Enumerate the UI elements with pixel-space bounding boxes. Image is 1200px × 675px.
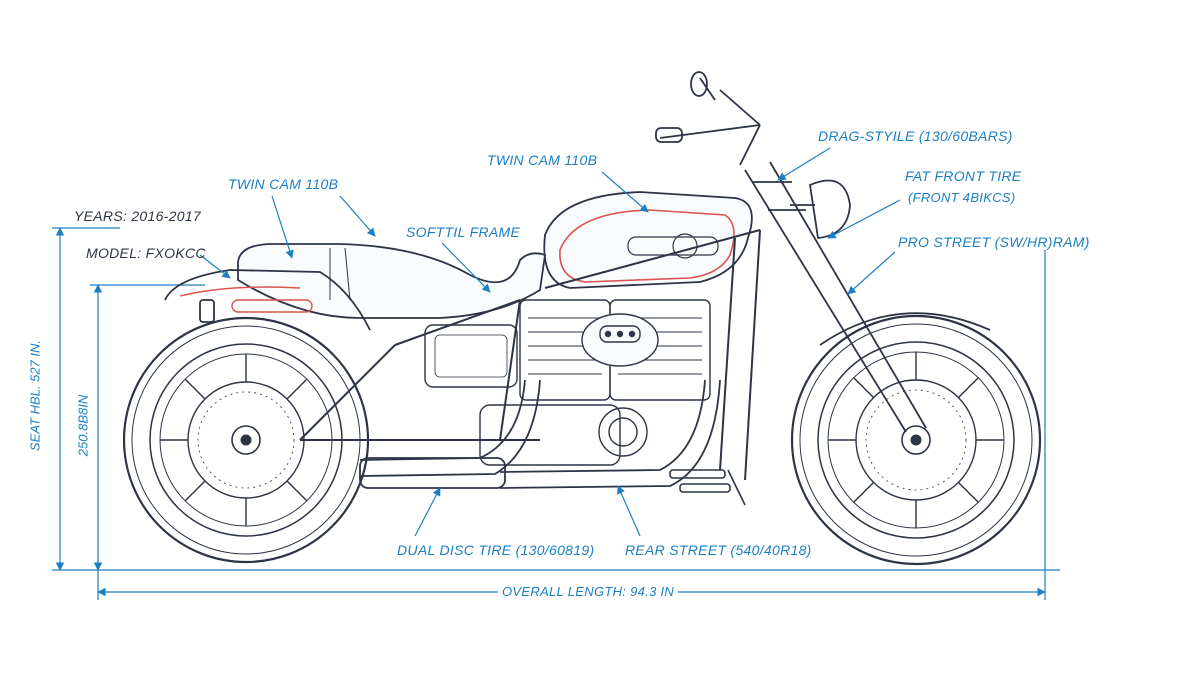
callout-dual-disc: DUAL DISC TIRE (130/60819) bbox=[397, 542, 595, 558]
callout-pro-street: PRO STREET (SW/HR)RAM) bbox=[898, 234, 1090, 250]
footpegs bbox=[669, 469, 746, 506]
model-label: MODEL: FXOKCC bbox=[86, 245, 206, 261]
callout-fat-front-tire-2: (FRONT 4BIKCS) bbox=[908, 190, 1016, 205]
fuel-tank bbox=[543, 191, 753, 289]
years-label: YEARS: 2016-2017 bbox=[74, 208, 201, 224]
exhaust bbox=[359, 379, 721, 489]
seat-height-label: SEAT HBL. 527 IN. bbox=[27, 339, 43, 452]
front-fork bbox=[655, 71, 927, 433]
front-fender bbox=[819, 312, 991, 346]
callout-twin-cam-left: TWIN CAM 110B bbox=[228, 176, 339, 192]
callout-leaders bbox=[199, 147, 901, 537]
front-wheel bbox=[790, 314, 1042, 566]
seat bbox=[237, 243, 546, 319]
oil-tank bbox=[424, 324, 518, 388]
overall-length-label: OVERALL LENGTH: 94.3 IN bbox=[498, 584, 679, 599]
callout-drag-style: DRAG-STYILE (130/60BARS) bbox=[818, 128, 1013, 144]
seat-height-value: 250.8B8IN bbox=[75, 394, 91, 457]
frame bbox=[299, 229, 761, 481]
rear-fender bbox=[164, 269, 371, 331]
callout-fat-front-tire-1: FAT FRONT TIRE bbox=[905, 168, 1022, 184]
callout-softail-frame: SOFTTIL FRAME bbox=[406, 224, 521, 240]
callout-rear-street: REAR STREET (540/40R18) bbox=[625, 542, 812, 558]
engine bbox=[479, 299, 711, 466]
callout-twin-cam-top: TWIN CAM 110B bbox=[487, 152, 598, 168]
